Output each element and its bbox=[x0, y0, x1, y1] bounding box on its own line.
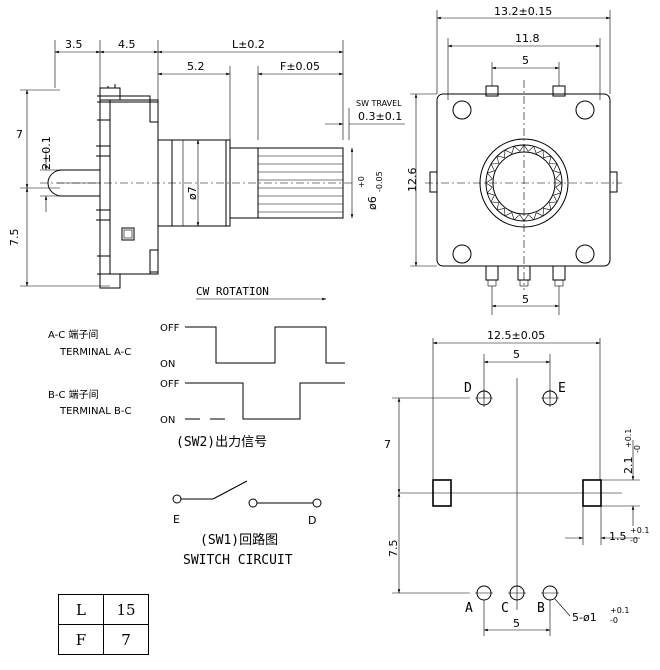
sw2-caption: (SW2)出力信号 bbox=[176, 435, 267, 450]
sw1-caption: (SW1)回路图 bbox=[200, 532, 278, 548]
pcb-dim-2-1-dn: -0 bbox=[633, 445, 642, 453]
dim-l-label: L±0.2 bbox=[232, 38, 265, 51]
bc-waveform bbox=[185, 382, 345, 420]
front-top-5-label: 5 bbox=[522, 54, 529, 67]
cw-rotation-label: CW ROTATION bbox=[196, 285, 269, 298]
ac-on-label: ON bbox=[160, 359, 175, 370]
pcb-c-label: C bbox=[501, 601, 509, 616]
side-view: 3.5 4.5 L±0.2 5.2 F±0.05 SW TRAVEL 0.3±0… bbox=[8, 38, 405, 289]
spec-row-f: F 7 bbox=[58, 624, 149, 655]
front-width-label: 13.2±0.15 bbox=[494, 5, 552, 18]
hole-spec-label: 5-ø1 bbox=[572, 611, 597, 624]
spec-key: F bbox=[58, 624, 104, 655]
sw-travel-value: 0.3±0.1 bbox=[358, 110, 402, 123]
sw-travel-label: SW TRAVEL bbox=[356, 99, 402, 108]
spec-value: 15 bbox=[103, 594, 149, 625]
pcb-bottom-5-label: 5 bbox=[513, 617, 520, 630]
dim-5-2-label: 5.2 bbox=[187, 60, 205, 73]
bc-label-line2: TERMINAL B-C bbox=[59, 406, 131, 417]
pcb-dim-7-5-label: 7.5 bbox=[387, 540, 400, 558]
bc-off-label: OFF bbox=[160, 379, 180, 390]
dia-7-label: ø7 bbox=[186, 186, 199, 200]
dim-7-label: 7 bbox=[16, 128, 23, 141]
bc-on-label: ON bbox=[160, 415, 175, 426]
pcb-d-label: D bbox=[464, 381, 472, 396]
ac-waveform bbox=[185, 326, 345, 364]
front-bottom-5-label: 5 bbox=[522, 293, 529, 306]
spec-key: L bbox=[58, 594, 104, 625]
switch-d-label: D bbox=[308, 514, 316, 527]
dim-3-5-label: 3.5 bbox=[65, 38, 83, 51]
hole-spec-dn: -0 bbox=[610, 616, 618, 625]
pcb-dim-1-5-label: 1.5 bbox=[609, 530, 627, 543]
spec-table: L 15 F 7 bbox=[58, 594, 149, 655]
side-body: ø7 ø6 +0 -0.05 bbox=[40, 84, 384, 289]
pcb-a-label: A bbox=[465, 601, 473, 616]
switch-e-label: E bbox=[173, 513, 180, 526]
pcb-dim-2-1-up: +0.1 bbox=[624, 429, 633, 448]
dia-6-tol-up: +0 bbox=[357, 176, 366, 188]
sw-travel-callout: SW TRAVEL 0.3±0.1 bbox=[325, 99, 405, 140]
pcb-e-label: E bbox=[558, 381, 566, 396]
dia-6-tol-dn: -0.05 bbox=[375, 171, 384, 192]
front-height-label: 12.6 bbox=[406, 168, 419, 193]
side-top-dimensions: 3.5 4.5 L±0.2 5.2 F±0.05 bbox=[54, 38, 344, 140]
switch-circuit-caption: SWITCH CIRCUIT bbox=[183, 553, 293, 568]
pcb-view: 12.5±0.05 5 D E A C B 7 7.5 bbox=[384, 329, 649, 636]
side-left-dimensions: 7 7.5 2±0.1 bbox=[8, 89, 110, 287]
ac-label-line1: A-C 端子间 bbox=[48, 328, 98, 341]
pcb-dim-1-5-up: +0.1 bbox=[630, 526, 649, 535]
ac-label-line2: TERMINAL A-C bbox=[59, 347, 131, 358]
pcb-b-label: B bbox=[537, 601, 545, 616]
dim-4-5-label: 4.5 bbox=[118, 38, 136, 51]
pcb-dim-2-1-label: 2.1 bbox=[622, 457, 635, 475]
pcb-width-label: 12.5±0.05 bbox=[487, 329, 545, 342]
timing-diagram: CW ROTATION A-C 端子间 TERMINAL A-C OFF ON … bbox=[48, 285, 345, 450]
bc-label-line1: B-C 端子间 bbox=[48, 388, 99, 401]
spec-row-l: L 15 bbox=[58, 594, 149, 625]
spec-value: 7 bbox=[103, 624, 149, 655]
pcb-dim-7-label: 7 bbox=[384, 438, 391, 451]
pcb-dim-1-5-dn: -0 bbox=[630, 536, 638, 545]
pcb-top-5-label: 5 bbox=[513, 348, 520, 361]
front-11-8-label: 11.8 bbox=[515, 32, 540, 45]
switch-circuit: E D (SW1)回路图 SWITCH CIRCUIT bbox=[172, 480, 322, 568]
ac-off-label: OFF bbox=[160, 323, 180, 334]
front-view: 13.2±0.15 11.8 5 bbox=[406, 5, 622, 315]
dim-2-label: 2±0.1 bbox=[40, 136, 53, 170]
dim-7-5-label: 7.5 bbox=[8, 229, 21, 247]
hole-spec-up: +0.1 bbox=[610, 606, 629, 615]
dim-f-label: F±0.05 bbox=[280, 60, 320, 73]
dia-6-label: ø6 bbox=[366, 196, 379, 210]
